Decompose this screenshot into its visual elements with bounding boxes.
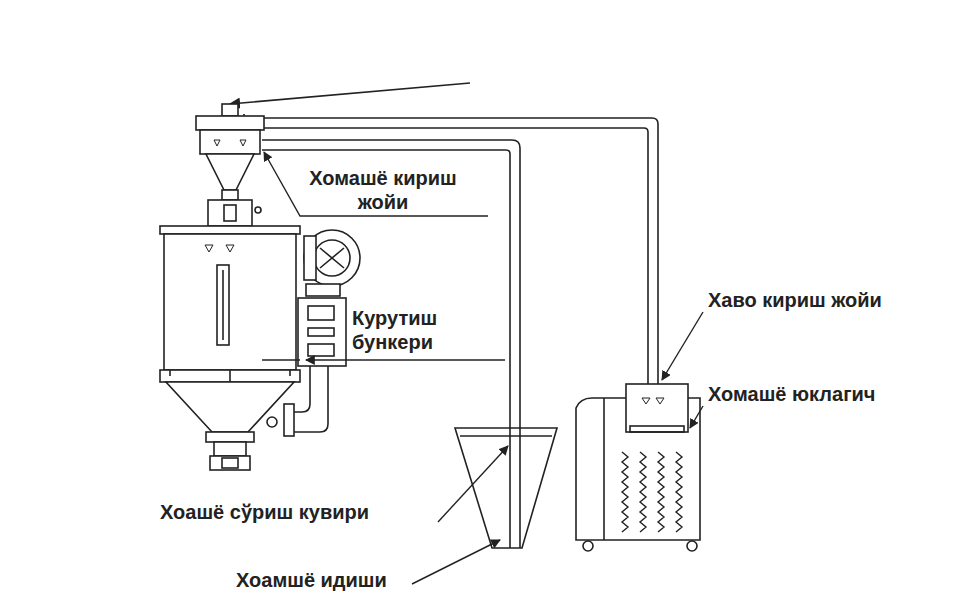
part-label: Курутиш бункери: [352, 306, 462, 354]
drying-hopper: [160, 226, 300, 470]
part-label: Хоашё сўриш кувири: [160, 500, 369, 524]
vent-slots: [622, 452, 682, 532]
part-label: Хомашё юклагич: [708, 382, 875, 406]
hopper-loader-head: [196, 104, 264, 226]
vent-slot: [640, 452, 646, 532]
air-pipe: [244, 114, 658, 384]
material-level: [460, 435, 552, 437]
part-label: Хоамшё идиши: [236, 568, 387, 592]
leader-line: [230, 83, 470, 104]
material-container: [455, 428, 557, 548]
suction-pipe: [262, 140, 520, 548]
blower-heater: [284, 230, 360, 436]
vent-slot: [676, 452, 682, 532]
vent-slot: [622, 452, 628, 532]
part-label: Хаво кириш жойи: [708, 288, 882, 312]
vent-slot: [658, 452, 664, 532]
part-label: Хомашё кириш жойи: [298, 166, 468, 214]
loader-machine: [576, 384, 700, 551]
